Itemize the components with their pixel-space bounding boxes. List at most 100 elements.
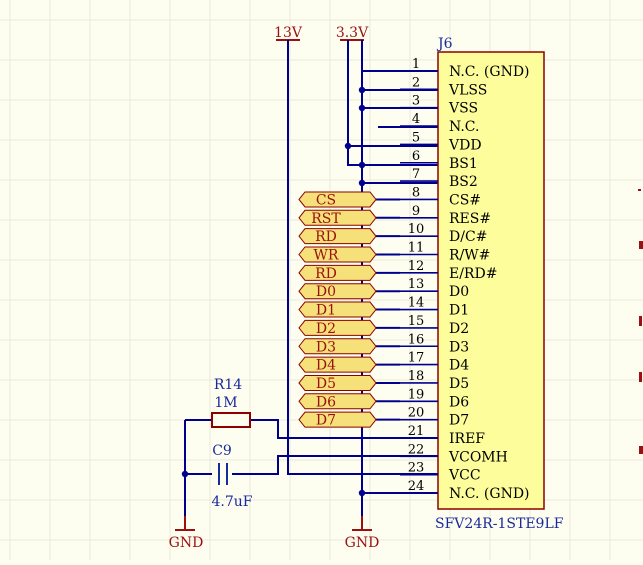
pin-number: 22 — [408, 442, 425, 457]
capacitor-value: 4.7uF — [212, 494, 253, 510]
resistor-value: 1M — [214, 395, 237, 411]
net-port-label: D1 — [316, 303, 336, 319]
pin-number: 21 — [408, 424, 425, 439]
net-port: RD — [298, 264, 400, 282]
net-port-label: D5 — [316, 376, 336, 392]
pin-number: 6 — [412, 149, 420, 164]
pin-number: 16 — [408, 332, 425, 347]
capacitor-designator: C9 — [212, 443, 232, 459]
pin-number: 13 — [408, 277, 425, 292]
net-port: D0 — [298, 283, 400, 300]
offscreen-fragments — [638, 189, 643, 454]
net-port-label: D0 — [316, 284, 336, 300]
connector-part-number: SFV24R-1STE9LF — [435, 516, 564, 532]
pin-name: CS# — [449, 192, 481, 208]
junctions — [181, 86, 366, 497]
pin-number: 12 — [408, 259, 425, 274]
resistor-designator: R14 — [214, 377, 242, 393]
power-13v-label: 13V — [274, 25, 303, 41]
power-3v3: 3.3V — [336, 25, 369, 41]
pin-name: BS1 — [449, 156, 478, 172]
connector-pin: 9 RES# — [400, 204, 491, 227]
pin-number: 24 — [408, 479, 425, 494]
pin-name: N.C. (GND) — [449, 486, 530, 502]
net-port: D1 — [298, 301, 400, 319]
pin-name: D/C# — [449, 229, 487, 245]
pin-number: 9 — [412, 204, 420, 219]
pin-name: N.C. — [449, 119, 479, 135]
pin-name: VCC — [448, 468, 481, 484]
connector-pin: 7 BS2 — [400, 167, 478, 190]
ground-left: GND — [169, 516, 204, 551]
pin-name: VSS — [448, 101, 478, 117]
pin-name: VDD — [448, 137, 482, 153]
connector-pin: 2 VLSS — [400, 75, 487, 98]
pin-number: 19 — [408, 387, 425, 402]
pin-number: 20 — [408, 406, 425, 421]
pin-number: 2 — [412, 75, 420, 90]
pin-name: VLSS — [448, 82, 487, 98]
net-port-label: WR — [314, 248, 339, 264]
pin-number: 23 — [408, 461, 425, 476]
net-port-label: RST — [311, 211, 341, 227]
power-13v: 13V — [274, 25, 303, 41]
ground-left-label: GND — [169, 535, 204, 551]
ground-right-label: GND — [345, 535, 380, 551]
net-port: D6 — [298, 393, 400, 410]
pin-name: D1 — [449, 303, 469, 319]
net-port-label: D7 — [316, 413, 336, 429]
pin-name: D6 — [449, 394, 469, 410]
net-port: RST — [298, 209, 400, 227]
net-port: D7 — [298, 411, 400, 429]
pin-name: N.C. (GND) — [449, 64, 530, 80]
pin-number: 18 — [408, 369, 425, 384]
connector-pin: 19 D6 — [400, 387, 469, 410]
net-port: D4 — [298, 356, 400, 374]
connector-pin: 21 IREF — [400, 424, 485, 447]
net-port-label: CS — [316, 192, 336, 208]
connector-j6: J6 SFV24R-1STE9LF — [435, 36, 564, 532]
net-port-label: RD — [315, 266, 337, 282]
pin-name: D2 — [449, 321, 469, 337]
pin-number: 11 — [408, 241, 425, 256]
connector-pin: 4 N.C. — [400, 112, 479, 135]
connector-pin: 8 CS# — [400, 185, 481, 208]
resistor-r14: R14 1M — [211, 377, 251, 428]
capacitor-c9: C9 4.7uF — [212, 443, 253, 510]
pin-number: 14 — [408, 296, 425, 311]
net-port: D5 — [298, 374, 400, 392]
net-port-label: D4 — [316, 358, 336, 374]
pin-number: 4 — [412, 112, 420, 127]
pin-number: 8 — [412, 185, 420, 200]
pin-name: R/W# — [449, 248, 490, 264]
connector-designator: J6 — [436, 36, 453, 52]
pin-name: BS2 — [449, 174, 478, 190]
connector-pin: 16 D3 — [400, 332, 469, 355]
power-3v3-label: 3.3V — [336, 25, 369, 41]
net-port-label: D6 — [316, 394, 336, 410]
pin-name: D4 — [449, 358, 469, 374]
pin-name: VCOMH — [448, 449, 508, 465]
pin-number: 7 — [412, 167, 420, 182]
net-port: D2 — [298, 319, 400, 337]
pin-number: 5 — [412, 130, 420, 145]
connector-pin: 11 R/W# — [400, 241, 490, 264]
pin-name: RES# — [449, 211, 491, 227]
connector-pin: 22 VCOMH — [400, 442, 508, 465]
connector-pin: 14 D1 — [400, 296, 469, 319]
net-port: WR — [298, 246, 400, 264]
pin-name: IREF — [449, 431, 485, 447]
net-port: D3 — [298, 338, 400, 355]
net-port-label: RD — [315, 229, 337, 245]
pin-name: D3 — [449, 339, 469, 355]
pin-number: 1 — [412, 57, 420, 72]
